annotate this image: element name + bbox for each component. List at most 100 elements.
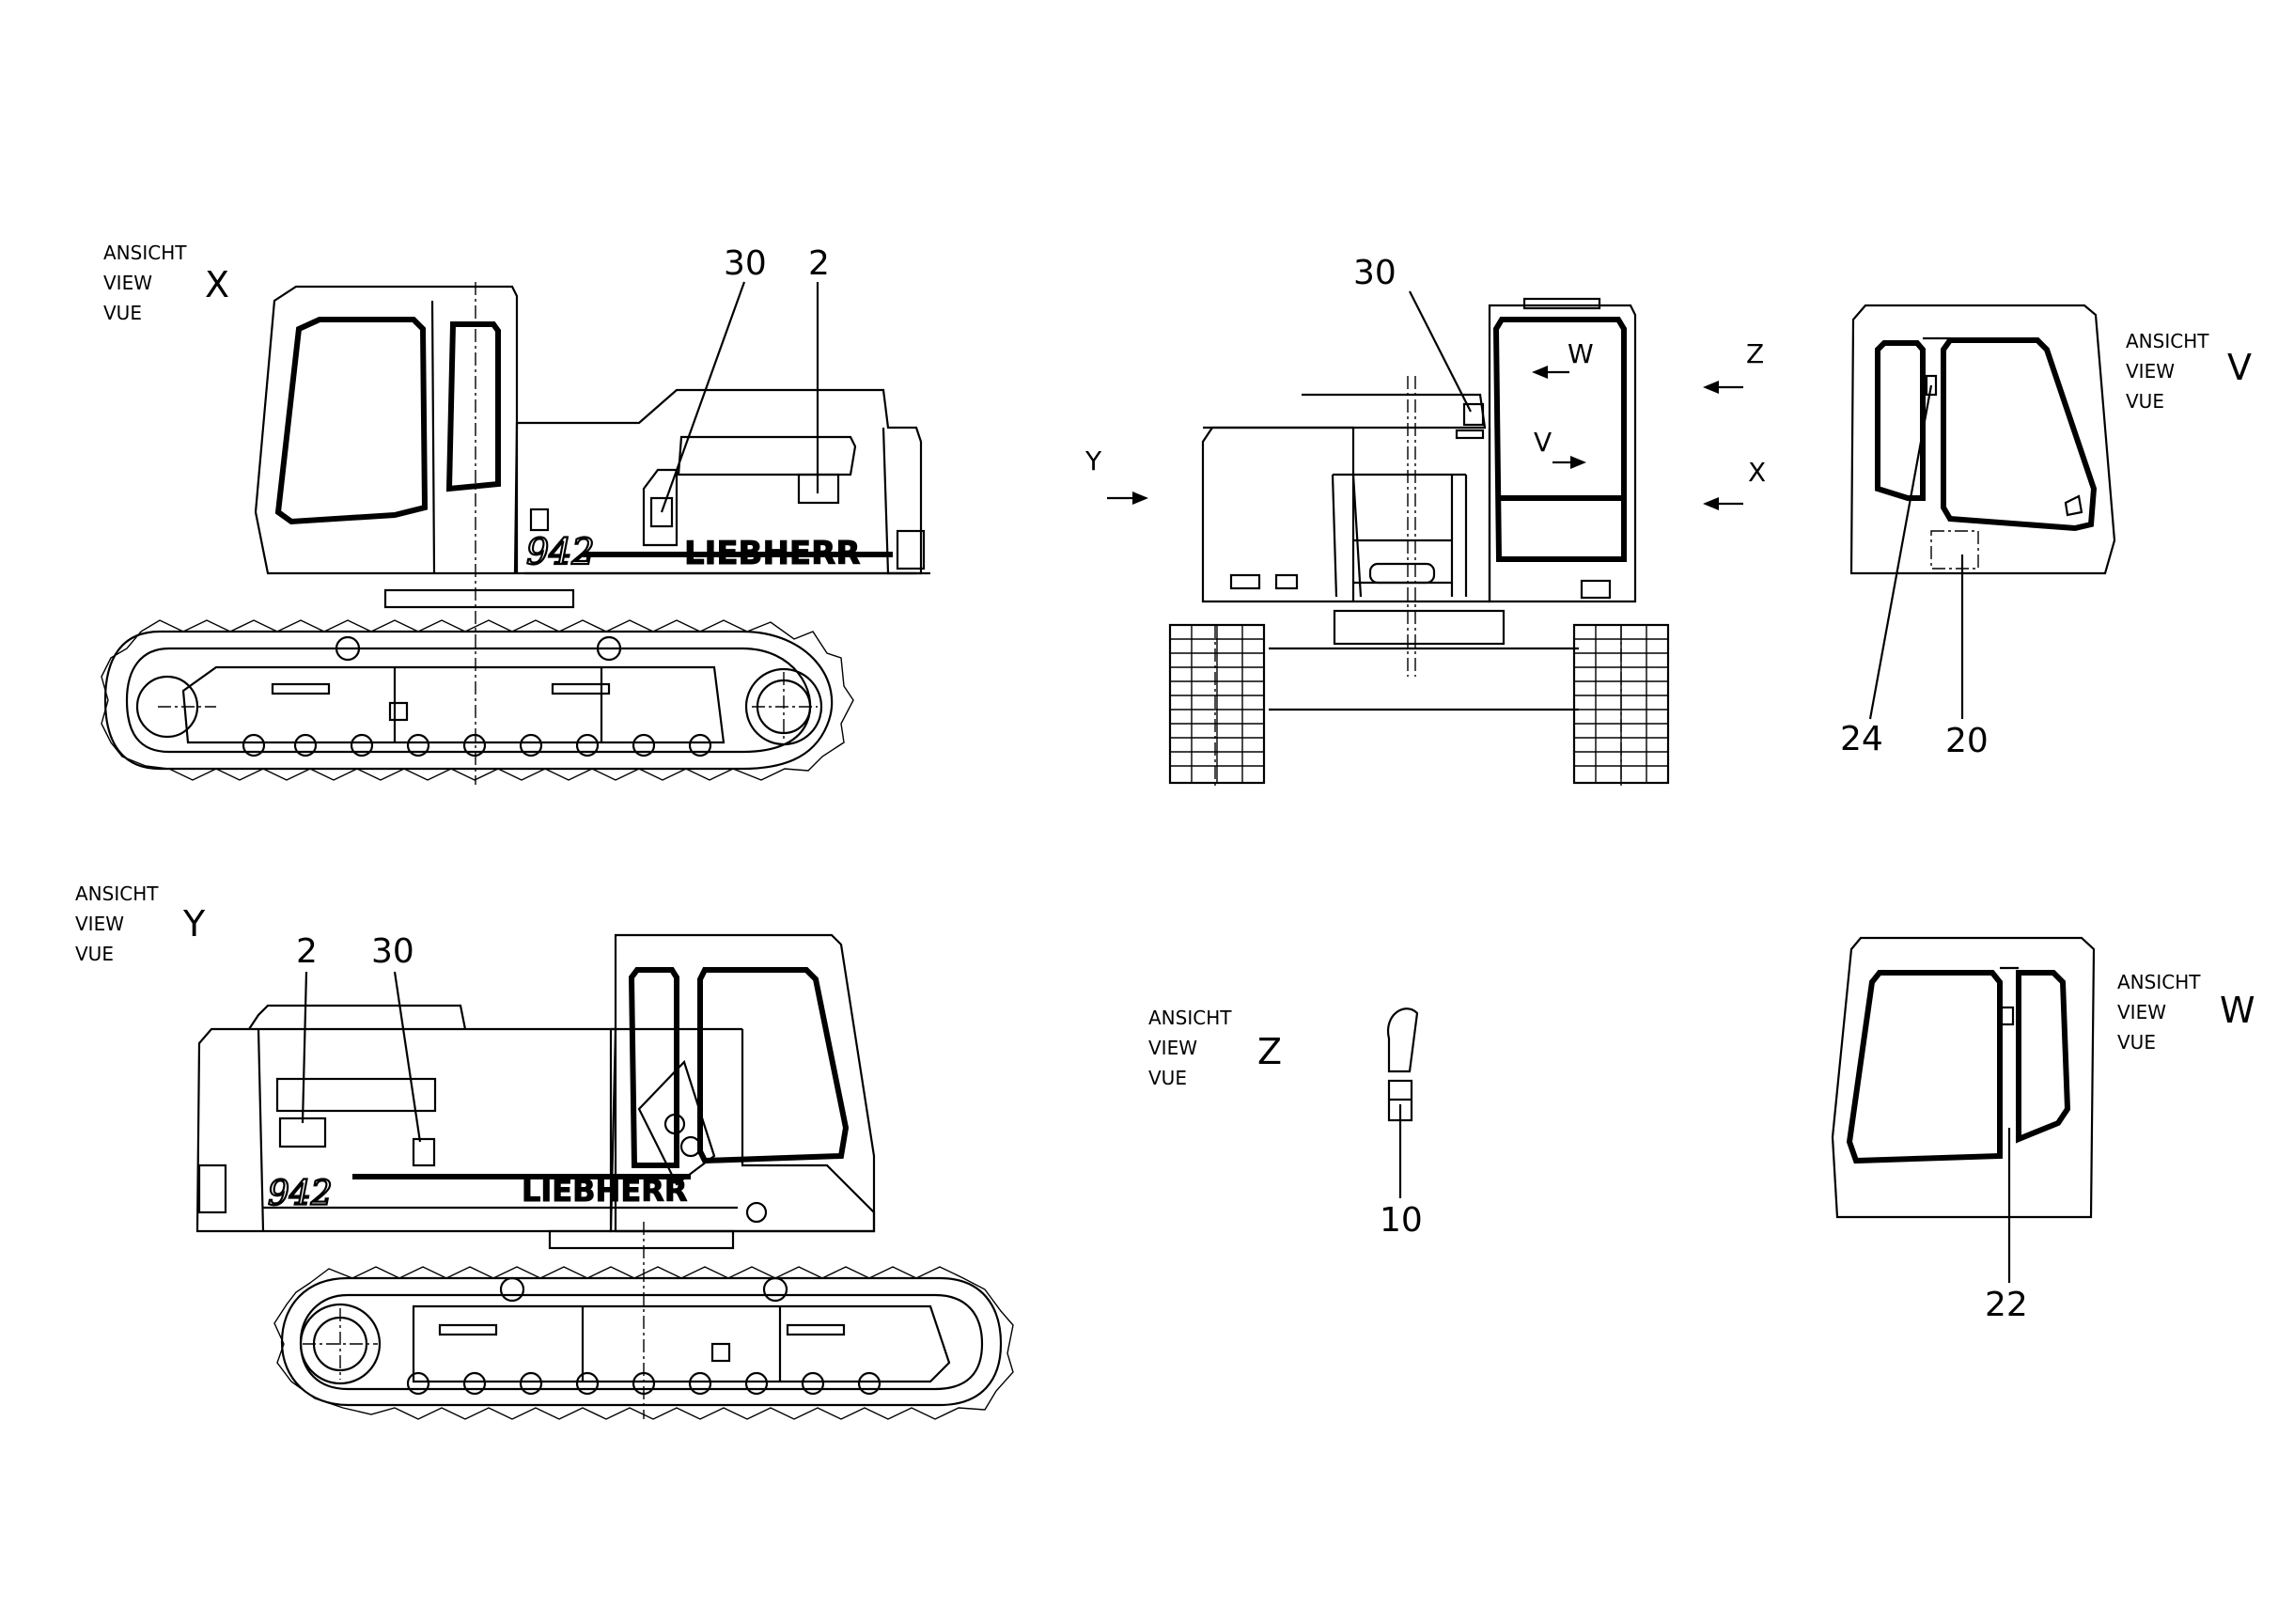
arrow-x-head	[1703, 497, 1719, 510]
y-callout-30: 30	[371, 932, 414, 971]
view-v-view: VIEW	[2126, 360, 2175, 383]
view-v-vue: VUE	[2126, 390, 2164, 413]
w-decal-22	[2000, 1006, 2015, 1026]
y-pin-3	[745, 1201, 768, 1224]
view-y-vue: VUE	[75, 943, 114, 965]
rear-view-callouts: 30	[1353, 254, 1472, 413]
rear-swing-ring	[1333, 609, 1506, 646]
arrow-label-v: V	[1534, 427, 1552, 458]
arrow-y-head	[1132, 492, 1148, 505]
view-w-title: ANSICHT VIEW VUE W	[2117, 971, 2255, 1054]
rear-upper-roof	[1201, 393, 1491, 603]
rear-callout-30: 30	[1353, 254, 1396, 292]
arrow-label-x: X	[1748, 457, 1766, 488]
y-idler-wheel	[299, 1303, 382, 1385]
view-z-view: VIEW	[1148, 1037, 1197, 1059]
x-swing-ring	[383, 588, 575, 609]
rear-grip	[1368, 562, 1436, 585]
view-z-ansicht: ANSICHT	[1148, 1007, 1232, 1029]
x-callout-30: 30	[724, 244, 767, 283]
arrow-v-head	[1570, 456, 1586, 469]
v-decal-24	[1925, 374, 1938, 397]
x-sprocket-wheel	[135, 675, 199, 739]
x-decal-30-rect	[649, 496, 674, 528]
arrow-label-z: Z	[1746, 338, 1764, 369]
x-callout-2: 2	[808, 244, 830, 283]
v-mirror-icon	[2064, 494, 2083, 517]
view-y-letter: Y	[182, 903, 206, 945]
y-rear-light	[197, 1163, 227, 1214]
y-callout-2: 2	[296, 932, 318, 971]
x-track-outer	[103, 630, 834, 771]
y-decal-30-rect	[412, 1137, 436, 1167]
x-track-inner	[125, 647, 812, 754]
y-side-window	[697, 967, 850, 1164]
rear-view-arrows: Y Z X W V	[1084, 338, 1766, 510]
v-side-window	[1941, 337, 2098, 532]
view-y-ansicht: ANSICHT	[75, 882, 159, 905]
view-x-excavator: 942 LIEBHERR	[101, 282, 930, 785]
view-y-excavator: 942 LIEBHERR	[195, 933, 1014, 1420]
view-w-vue: VUE	[2117, 1031, 2156, 1054]
rear-center-light	[1274, 573, 1299, 590]
x-cab-pillar	[430, 300, 436, 574]
arrow-label-w: W	[1568, 338, 1594, 369]
view-v-ansicht: ANSICHT	[2126, 330, 2209, 352]
arrow-w-head	[1532, 366, 1548, 379]
v-door-window	[1875, 340, 1926, 501]
x-side-grille	[677, 435, 857, 476]
x-track-frame	[181, 665, 726, 744]
w-side-window	[1846, 970, 2003, 1164]
view-w-callouts: 22	[1985, 1128, 2028, 1324]
v-callout-20: 20	[1945, 722, 1989, 760]
arrow-z-head	[1703, 381, 1719, 394]
y-frame-plate	[710, 1342, 731, 1363]
rear-cab	[1488, 304, 1637, 603]
w-callout-22: 22	[1985, 1286, 2028, 1324]
y-track-shoes	[273, 1266, 1014, 1420]
y-track-outer	[280, 1276, 1003, 1407]
rear-decal-30	[1462, 402, 1485, 427]
view-x-callouts: 30 2	[660, 244, 830, 513]
rear-cab-wiper	[1522, 297, 1601, 310]
y-swing-ring	[548, 1229, 735, 1250]
y-door-window	[628, 967, 679, 1168]
view-z-vue: VUE	[1148, 1067, 1187, 1089]
view-x-vue: VUE	[103, 302, 142, 324]
x-carrier-roller-1	[335, 635, 361, 662]
x-frame-slot-1	[271, 682, 331, 695]
x-cab-body	[254, 285, 519, 575]
view-x-title: ANSICHT VIEW VUE X	[103, 242, 229, 324]
x-track-rollers	[242, 733, 712, 757]
view-y-title: ANSICHT VIEW VUE Y	[75, 882, 206, 965]
view-x-view: VIEW	[103, 272, 152, 294]
x-leader-30	[660, 281, 746, 513]
x-idler-wheel	[744, 667, 823, 746]
x-frame-slot-2	[551, 682, 611, 695]
x-small-decal	[529, 508, 550, 532]
y-carrier-roller-1	[499, 1276, 525, 1303]
view-z-detail	[1386, 1007, 1419, 1122]
y-counterweight	[257, 1028, 265, 1232]
view-v-letter: V	[2227, 347, 2252, 388]
arrow-label-y: Y	[1084, 445, 1102, 476]
view-z-callouts: 10	[1380, 1104, 1423, 1240]
z-callout-10: 10	[1380, 1201, 1423, 1240]
rear-leader-30	[1409, 290, 1472, 413]
rear-right-light	[1580, 579, 1612, 600]
x-side-door	[642, 468, 679, 547]
z-bracket-top	[1386, 1007, 1419, 1073]
y-boom-foot	[637, 1059, 716, 1186]
x-track-shoes	[101, 619, 854, 781]
rear-view-excavator	[1168, 297, 1670, 789]
view-w-view: VIEW	[2117, 1001, 2166, 1023]
x-carrier-roller-2	[596, 635, 622, 662]
rear-ladder-rungs	[1353, 539, 1452, 585]
x-counterweight	[882, 427, 916, 575]
v-leader-24	[1868, 384, 1933, 720]
view-x-letter: X	[205, 264, 229, 305]
x-rear-light	[896, 529, 926, 570]
view-w-cab	[1831, 936, 2096, 1219]
v-callout-24: 24	[1840, 720, 1883, 758]
